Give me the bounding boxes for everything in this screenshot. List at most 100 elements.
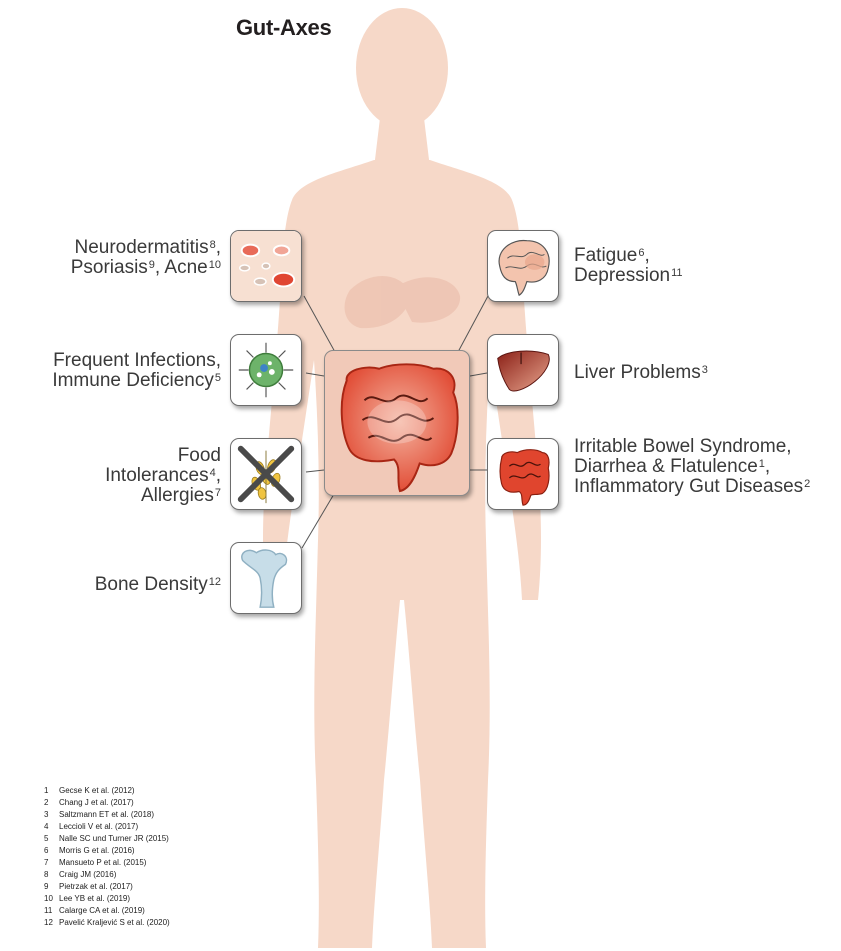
- axis-label-brain: Fatigue6,Depression11: [574, 246, 683, 286]
- reference-text: Pavelić Kraljević S et al. (2020): [59, 918, 170, 927]
- axis-label-line: Liver Problems3: [574, 363, 708, 383]
- reference-text: Saltzmann ET et al. (2018): [59, 810, 155, 819]
- reference-item: 1 Gecse K et al. (2012): [44, 785, 170, 797]
- citation-number: 2: [804, 478, 811, 490]
- axis-label-text: ,: [764, 456, 771, 477]
- diagram-title: Gut-Axes: [236, 15, 332, 40]
- citation-number: 10: [208, 259, 221, 271]
- axis-label-text: Inflammatory Gut Diseases: [574, 476, 804, 497]
- reference-text: Gecse K et al. (2012): [59, 786, 135, 795]
- axis-label-line: Diarrhea & Flatulence1,: [574, 457, 810, 477]
- axis-label-text: Fatigue: [574, 245, 638, 266]
- reference-number: 6: [44, 846, 49, 855]
- reference-number: 2: [44, 798, 49, 807]
- axis-label-text: Liver Problems: [574, 362, 701, 383]
- citation-number: 9: [148, 259, 155, 271]
- reference-item: 4 Leccioli V et al. (2017): [44, 821, 170, 833]
- reference-text: Mansueto P et al. (2015): [59, 858, 147, 867]
- reference-item: 8 Craig JM (2016): [44, 869, 170, 881]
- reference-item: 7 Mansueto P et al. (2015): [44, 857, 170, 869]
- reference-number: 4: [44, 822, 49, 831]
- axis-label-line: Depression11: [574, 266, 683, 286]
- citation-number: 5: [214, 372, 221, 384]
- skin-box: [230, 230, 302, 302]
- reference-text: Craig JM (2016): [59, 870, 117, 879]
- axis-label-text: ,: [644, 245, 650, 266]
- reference-item: 9 Pietrzak et al. (2017): [44, 881, 170, 893]
- axis-label-text: , Acne: [154, 257, 208, 278]
- citation-number: 12: [208, 576, 221, 588]
- immune-box: [230, 334, 302, 406]
- colon-icon: [340, 363, 459, 493]
- axis-label-text: Diarrhea & Flatulence: [574, 456, 758, 477]
- axis-label-text: Neurodermatitis: [74, 237, 209, 258]
- axis-label-line: Food: [105, 446, 221, 466]
- reference-number: 9: [44, 882, 49, 891]
- citation-number: 4: [209, 467, 216, 479]
- reference-text: Leccioli V et al. (2017): [59, 822, 139, 831]
- axis-label-line: Inflammatory Gut Diseases2: [574, 477, 810, 497]
- reference-number: 12: [44, 918, 53, 927]
- axis-label-line: Irritable Bowel Syndrome,: [574, 437, 810, 457]
- axis-label-text: Intolerances: [105, 465, 209, 486]
- reference-number: 3: [44, 810, 49, 819]
- axis-label-line: Immune Deficiency5: [52, 371, 221, 391]
- axis-label-text: Frequent Infections,: [53, 350, 221, 371]
- axis-label-text: Psoriasis: [70, 257, 148, 278]
- reference-item: 3 Saltzmann ET et al. (2018): [44, 809, 170, 821]
- reference-text: Nalle SC und Turner JR (2015): [59, 834, 169, 843]
- reference-number: 8: [44, 870, 49, 879]
- brain-box: [487, 230, 559, 302]
- central-gut-box: [324, 350, 470, 496]
- reference-text: Lee YB et al. (2019): [59, 894, 131, 903]
- axis-label-line: Bone Density12: [95, 575, 221, 595]
- skin-lesions-icon: [231, 231, 301, 301]
- reference-text: Calarge CA et al. (2019): [59, 906, 145, 915]
- brain-icon: [498, 240, 550, 296]
- bowel-box: [487, 438, 559, 510]
- axis-label-text: Food: [177, 445, 221, 466]
- bone-box: [230, 542, 302, 614]
- intestine-icon: [499, 449, 550, 506]
- citation-number: 7: [214, 487, 221, 499]
- axis-label-text: Allergies: [141, 485, 214, 506]
- axis-label-text: Depression: [574, 265, 671, 286]
- reference-text: Pietrzak et al. (2017): [59, 882, 133, 891]
- reference-number: 11: [44, 906, 53, 915]
- reference-number: 1: [44, 786, 49, 795]
- axis-label-text: Bone Density: [94, 574, 208, 595]
- reference-text: Morris G et al. (2016): [59, 846, 135, 855]
- crossed-wheat-icon: [237, 445, 295, 504]
- reference-text: Chang J et al. (2017): [59, 798, 134, 807]
- reference-item: 2 Chang J et al. (2017): [44, 797, 170, 809]
- axis-label-bone: Bone Density12: [95, 575, 221, 595]
- liver-box: [487, 334, 559, 406]
- axis-label-bowel: Irritable Bowel Syndrome,Diarrhea & Flat…: [574, 437, 810, 497]
- reference-item: 6 Morris G et al. (2016): [44, 845, 170, 857]
- axis-label-line: Frequent Infections,: [52, 351, 221, 371]
- axis-label-line: Allergies7: [105, 486, 221, 506]
- liver-icon: [497, 350, 550, 392]
- immune-cell-icon: [238, 342, 294, 398]
- references-list: 1 Gecse K et al. (2012) 2 Chang J et al. (2…: [44, 785, 170, 929]
- food-box: [230, 438, 302, 510]
- citation-number: 8: [209, 239, 216, 251]
- citation-number: 3: [701, 364, 708, 376]
- reference-item: 11 Calarge CA et al. (2019): [44, 905, 170, 917]
- reference-number: 7: [44, 858, 49, 867]
- reference-item: 12 Pavelić Kraljević S et al. (2020): [44, 917, 170, 929]
- axis-label-immune: Frequent Infections,Immune Deficiency5: [52, 351, 221, 391]
- axis-label-line: Psoriasis9, Acne10: [71, 258, 221, 278]
- reference-item: 10 Lee YB et al. (2019): [44, 893, 170, 905]
- reference-number: 10: [44, 894, 53, 903]
- axis-label-line: Fatigue6,: [574, 246, 683, 266]
- axis-label-text: ,: [215, 237, 221, 258]
- citation-number: 6: [638, 247, 645, 259]
- axis-label-line: Intolerances4,: [105, 466, 221, 486]
- axis-label-line: Neurodermatitis8,: [71, 238, 221, 258]
- axis-label-text: Immune Deficiency: [52, 370, 214, 391]
